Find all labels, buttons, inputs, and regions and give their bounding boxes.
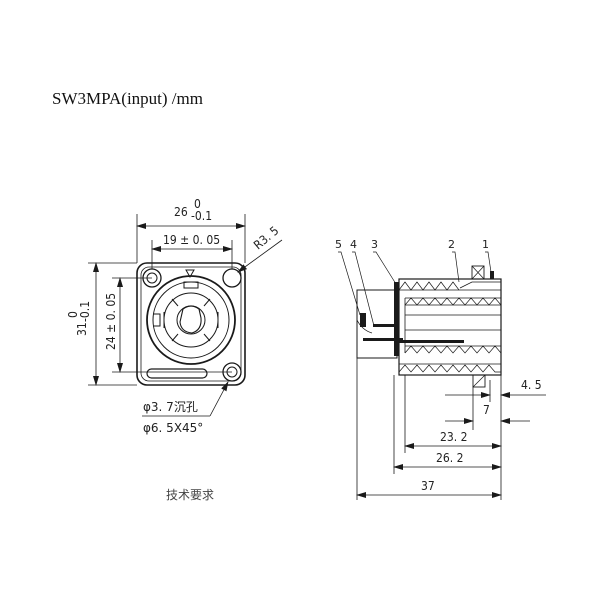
part-label-4: 4 <box>350 238 357 251</box>
dim-37: 37 <box>421 479 435 493</box>
corner-radius: R3. 5 <box>251 224 282 253</box>
technical-requirements-label: 技术要求 <box>166 488 215 502</box>
height-dim: 31 <box>75 322 89 336</box>
triangle-marker <box>185 269 195 279</box>
center-contact <box>179 305 202 334</box>
hole-spacing-h: 19 ± 0. 05 <box>163 233 220 247</box>
part-label-5: 5 <box>335 238 342 251</box>
height-tol-upper: 0 <box>66 311 80 318</box>
front-view <box>88 214 283 417</box>
width-dim: 26 <box>174 205 188 219</box>
part-label-3: 3 <box>371 238 378 251</box>
latch <box>471 265 485 280</box>
dim-23-2: 23. 2 <box>440 430 467 444</box>
height-tol-lower: -0.1 <box>78 301 92 322</box>
width-tol-upper: 0 <box>194 197 201 211</box>
dim-4-5: 4. 5 <box>521 378 542 392</box>
connector-body <box>146 275 236 365</box>
side-view <box>338 251 546 500</box>
flange-plate <box>394 282 399 356</box>
slot <box>146 368 208 379</box>
flange-outline <box>136 262 246 386</box>
drawing-title: SW3MPA(input) /mm <box>52 89 203 108</box>
dim-7: 7 <box>483 403 490 417</box>
hole-note-counterbore: φ3. 7沉孔 <box>143 400 198 414</box>
hole-note-chamfer: φ6. 5X45° <box>143 421 203 435</box>
width-tol-lower: -0.1 <box>191 209 212 223</box>
dim-26-2: 26. 2 <box>436 451 463 465</box>
part-label-1: 1 <box>482 238 489 251</box>
housing <box>398 278 502 376</box>
hole-spacing-v: 24 ± 0. 05 <box>104 293 118 350</box>
part-label-2: 2 <box>448 238 455 251</box>
